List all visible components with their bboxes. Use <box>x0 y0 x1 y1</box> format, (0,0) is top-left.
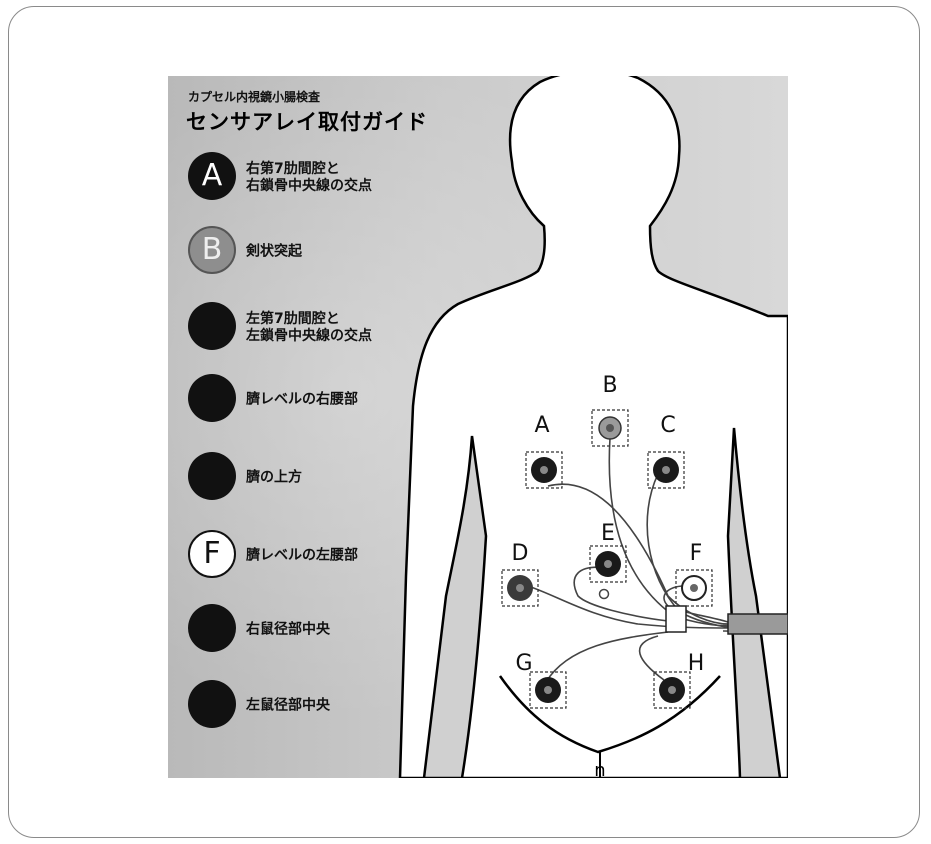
sensor-label-c: C <box>660 413 675 438</box>
sensor-label-b: B <box>602 373 617 398</box>
cable-clip <box>666 606 686 632</box>
navel-mark <box>600 590 609 599</box>
sensor-label-a: A <box>534 413 549 438</box>
sensor-label-g: G <box>515 651 532 676</box>
sensor-label-e: E <box>601 521 615 546</box>
sensor-label-f: F <box>690 541 703 566</box>
torso-diagram: n <box>168 76 788 778</box>
sensor-label-d: D <box>512 541 529 566</box>
navel-label: n <box>594 760 605 778</box>
illustration-panel: カプセル内視鏡小腸検査 センサアレイ取付ガイド A 右第7肋間腔と 右鎖骨中央線… <box>168 76 788 778</box>
sensor-label-h: H <box>688 651 705 676</box>
cable-bundle <box>728 614 788 634</box>
